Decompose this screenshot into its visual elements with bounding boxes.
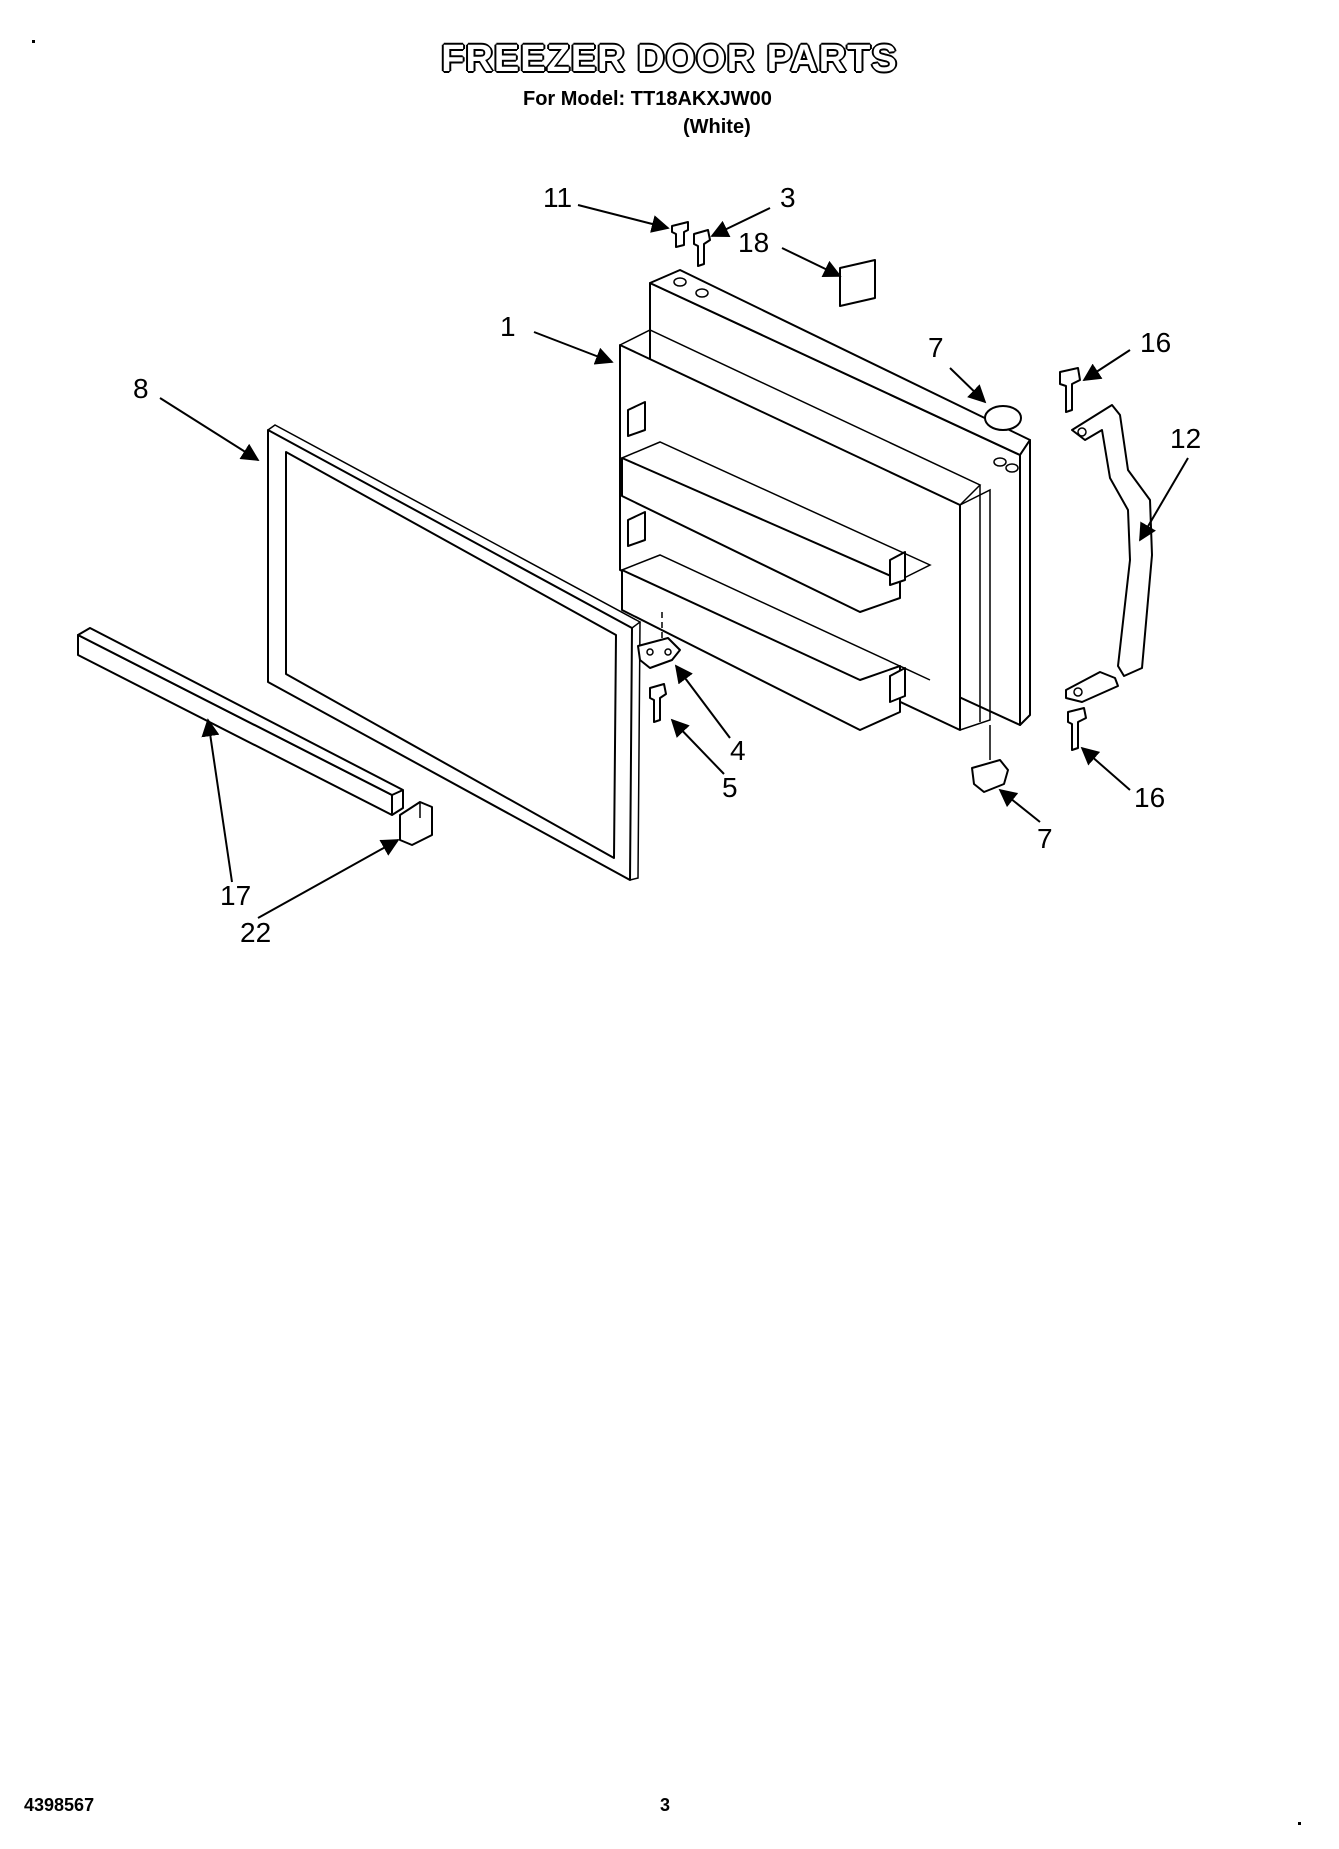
- door-panel-part: [619, 269, 1031, 760]
- callout-3: 3: [780, 182, 796, 213]
- page-title: FREEZER DOOR PARTS: [441, 38, 898, 80]
- callout-18: 18: [738, 227, 769, 258]
- callout-16-bottom: 16: [1134, 782, 1165, 813]
- trim-strip-part: [77, 627, 404, 816]
- callout-16-top: 16: [1140, 327, 1171, 358]
- document-number: 4398567: [24, 1795, 95, 1815]
- color-line: (White): [683, 116, 751, 138]
- callout-1: 1: [500, 311, 516, 342]
- corner-mark-top-left: [32, 40, 35, 43]
- callout-12: 12: [1170, 423, 1201, 454]
- hardware-parts: [637, 221, 1087, 793]
- callout-22: 22: [240, 917, 271, 948]
- end-cap-part: [399, 801, 433, 846]
- callout-11: 11: [543, 182, 572, 213]
- model-line: For Model: TT18AKXJW00: [523, 88, 772, 110]
- door-gasket-part: [267, 424, 642, 881]
- callout-17: 17: [220, 880, 251, 911]
- corner-mark-bottom-right: [1298, 1822, 1301, 1825]
- leader-arrows: [159, 204, 1189, 919]
- page-number: 3: [660, 1795, 671, 1815]
- handle-part: [1065, 404, 1153, 703]
- callout-7-bottom: 7: [1037, 823, 1053, 854]
- callout-4: 4: [730, 735, 746, 766]
- callout-8: 8: [133, 373, 149, 404]
- callout-5: 5: [722, 772, 738, 803]
- callout-7-top: 7: [928, 332, 944, 363]
